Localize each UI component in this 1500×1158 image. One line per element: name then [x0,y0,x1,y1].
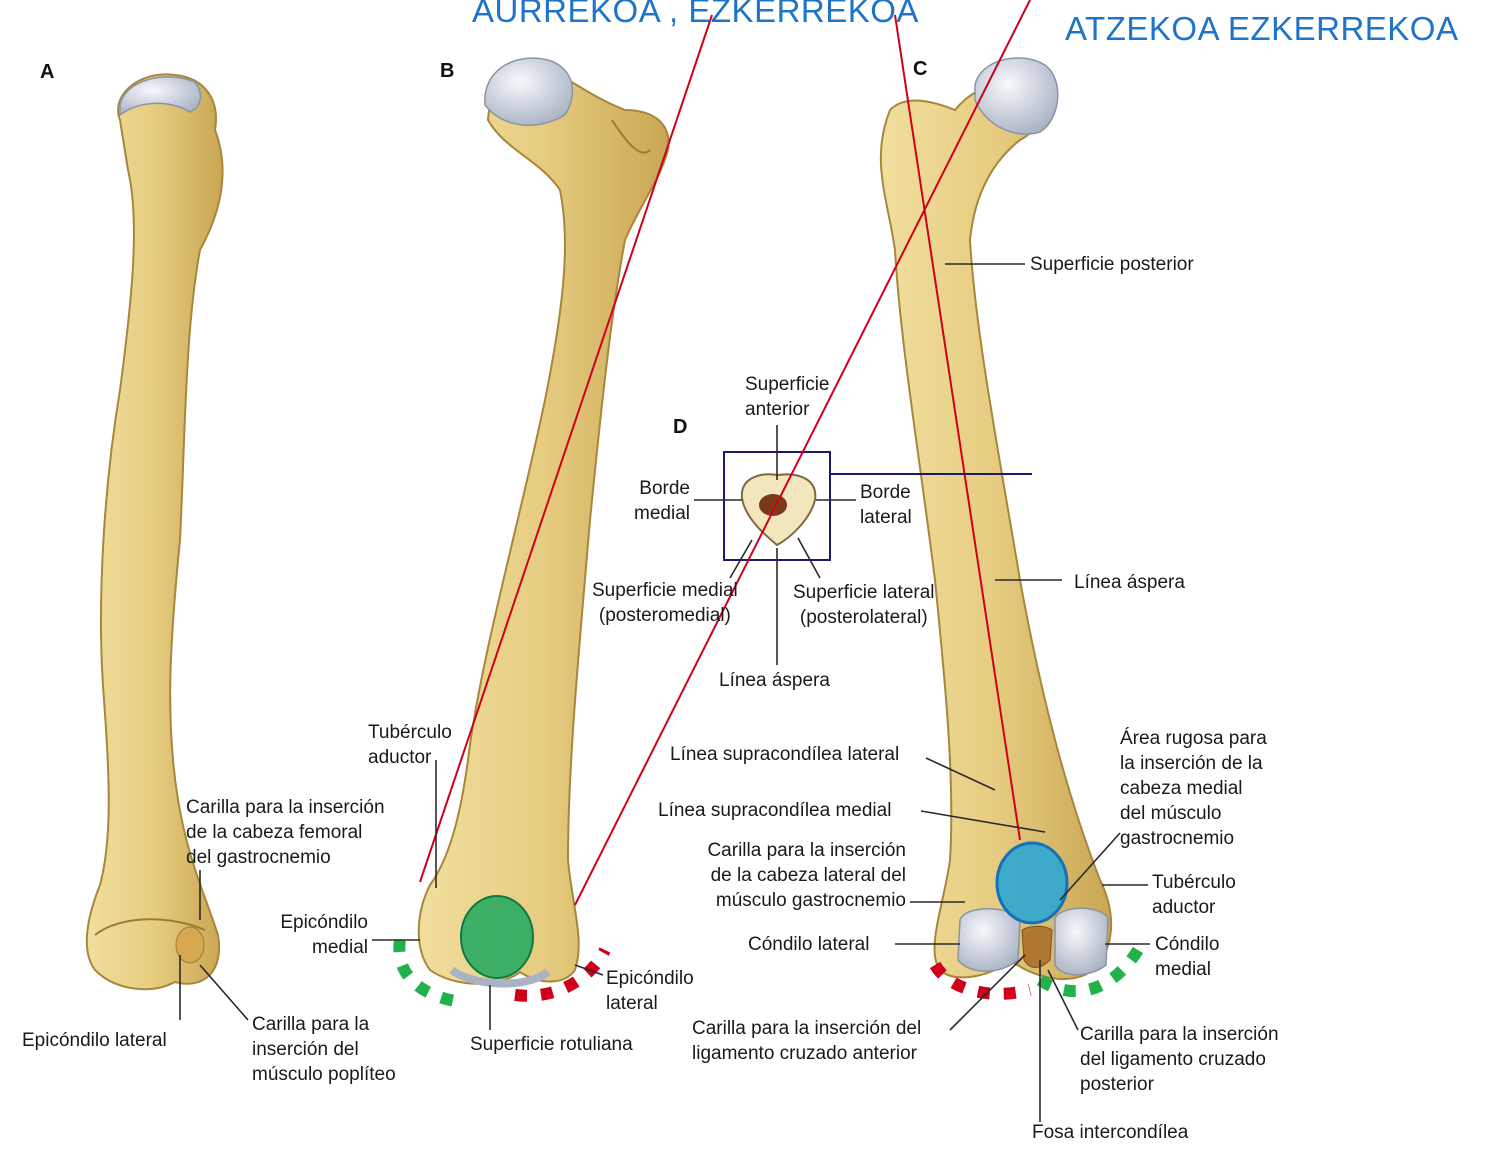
label-epicondilo-medial: Epicóndilo medial [280,912,368,958]
label-linea-supracondilea-medial: Línea supracondílea medial [658,800,892,821]
femur-b-anterior [417,57,670,988]
label-linea-aspera-d: Línea áspera [719,670,830,691]
figure-letter-d: D [673,416,688,438]
label-superficie-medial: Superficie medial (posteromedial) [592,580,738,626]
label-superficie-lateral: Superficie lateral (posterolateral) [793,582,935,628]
pointer-lines [179,263,1150,1122]
label-condilo-medial: Cóndilo medial [1155,934,1220,980]
label-condilo-lateral: Cóndilo lateral [748,934,870,955]
label-epicondilo-lateral-a: Epicóndilo lateral [22,1030,167,1051]
figure-letter-a: A [40,61,55,83]
label-carilla-lca: Carilla para la inserción del ligamento … [692,1018,922,1064]
figure-letter-c: C [913,58,928,80]
label-carilla-cabeza-lateral: Carilla para la inserción de la cabeza l… [707,840,906,911]
label-linea-aspera-c: Línea áspera [1074,572,1185,593]
label-superficie-anterior: Superficie anterior [745,374,830,420]
label-tuberculo-aductor-c: Tubérculo aductor [1152,872,1236,918]
green-dashed-arcs [393,939,1144,1008]
label-fosa-intercondilea: Fosa intercondílea [1032,1122,1189,1143]
header-anterior: AURREKOA , EZKERREKOA [472,0,919,29]
green-patch-marker [460,895,534,979]
red-dashed-arcs [514,947,1032,1002]
femur-a-lateral [85,73,224,991]
label-carilla-popliteo: Carilla para la inserción del músculo po… [252,1014,396,1085]
label-superficie-rotuliana: Superficie rotuliana [470,1034,633,1055]
label-carilla-lcp: Carilla para la inserción del ligamento … [1080,1024,1279,1095]
blue-patch-marker [995,841,1069,925]
label-borde-medial: Borde medial [634,478,690,524]
femur-c-posterior [879,57,1113,981]
label-linea-supracondilea-lateral: Línea supracondílea lateral [670,744,900,765]
label-tuberculo-aductor-b: Tubérculo aductor [368,722,452,768]
label-superficie-posterior: Superficie posterior [1030,254,1194,275]
figure-letter-b: B [440,60,455,82]
label-epicondilo-lateral-b: Epicóndilo lateral [606,968,694,1014]
red-reference-lines [419,0,1031,906]
label-borde-lateral: Borde lateral [860,482,912,528]
label-area-rugosa: Área rugosa para la inserción de la cabe… [1120,728,1267,849]
header-posterior: ATZEKOA EZKERREKOA [1065,10,1459,47]
label-carilla-gastrocnemio-femoral: Carilla para la inserción de la cabeza f… [186,797,385,868]
